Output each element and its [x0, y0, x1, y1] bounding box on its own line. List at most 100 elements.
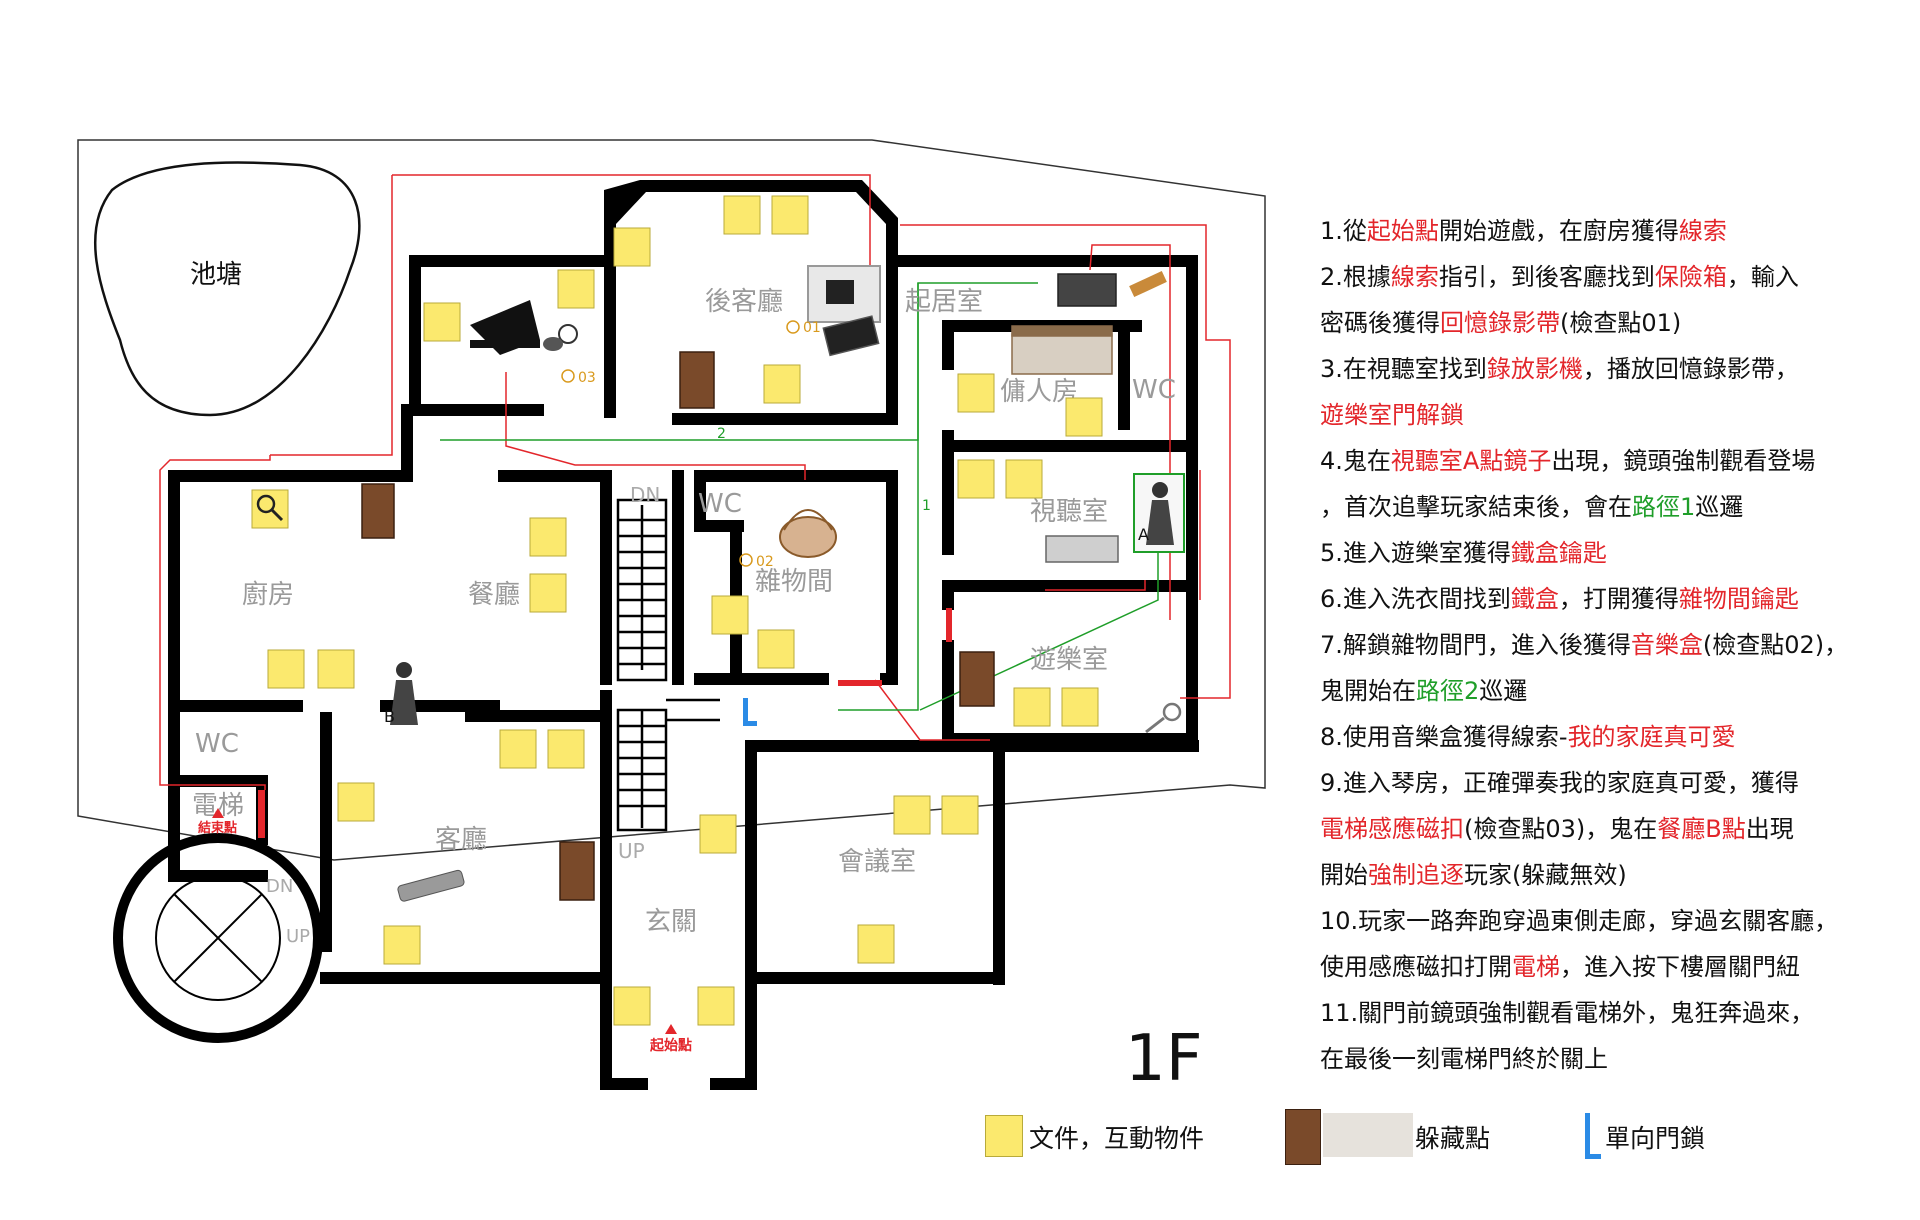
floor-label: 1F	[1125, 1022, 1203, 1096]
legend-documents: 文件，互動物件	[1029, 1124, 1205, 1153]
step-line: 8.使用音樂盒獲得線索-我的家庭真可愛	[1320, 714, 1910, 760]
key-icon	[1129, 270, 1167, 298]
step-line: 遊樂室門解鎖	[1320, 392, 1910, 438]
step-segment: 強制追逐	[1368, 861, 1464, 889]
magnifier-icon	[251, 489, 289, 529]
step-segment: 8.使用音樂盒獲得線索-	[1320, 723, 1568, 751]
card-key-icon	[543, 324, 578, 351]
legend-hiding: 躲藏點	[1415, 1124, 1491, 1153]
room-dining: 餐廳	[468, 580, 520, 610]
room-servant: 傭人房	[1000, 377, 1078, 407]
step-line: 開始強制追逐玩家(躲藏無效)	[1320, 852, 1910, 898]
bed-icon	[1011, 325, 1113, 375]
step-line: 密碼後獲得回憶錄影帶(檢查點01)	[1320, 300, 1910, 346]
room-av: 視聽室	[1030, 497, 1108, 527]
walls	[168, 180, 1199, 1090]
storage-door	[838, 680, 882, 686]
step-segment: 玩家(躲藏無效)	[1464, 861, 1627, 889]
step-line: 6.進入洗衣間找到鐵盒，打開獲得雜物間鑰匙	[1320, 576, 1910, 622]
step-line: 4.鬼在視聽室A點鏡子出現，鏡頭強制觀看登場	[1320, 438, 1910, 484]
step-segment: 指引，到後客廳找到	[1438, 263, 1655, 291]
safe-icon	[807, 265, 881, 323]
point-a-label: A	[1138, 525, 1149, 544]
route-red	[159, 174, 1231, 790]
pond	[93, 161, 361, 417]
path-1-label: 1	[922, 498, 931, 514]
checkpoint-02-icon	[739, 553, 753, 567]
step-line: 3.在視聽室找到錄放影機，播放回憶錄影帶，	[1320, 346, 1910, 392]
step-line: 11.關門前鏡頭強制觀看電梯外，鬼狂奔過來，	[1320, 990, 1910, 1036]
step-segment: 電梯	[1512, 953, 1560, 981]
step-segment: 錄放影機	[1486, 355, 1583, 383]
room-wc-upper: WC	[1132, 375, 1176, 405]
step-segment: 線索	[1390, 263, 1439, 291]
step-segment: 6.進入洗衣間找到	[1320, 585, 1511, 613]
step-line: 5.進入遊樂室獲得鐵盒鑰匙	[1320, 530, 1910, 576]
room-storage: 雜物間	[755, 567, 833, 597]
step-segment: 3.在視聽室找到	[1320, 355, 1487, 383]
legend-wardrobe-icon	[1285, 1109, 1321, 1165]
music-box-icon	[779, 509, 837, 558]
room-kitchen: 廚房	[242, 580, 294, 610]
step-segment: 鐵盒	[1510, 585, 1559, 613]
checkpoint-02-label: 02	[756, 554, 774, 570]
straight-stairs	[616, 498, 720, 832]
step-segment: ，首次追擊玩家結束後，會在	[1320, 493, 1632, 521]
step-segment: 開始遊戲，在廚房獲得	[1438, 217, 1679, 245]
step-segment: ，播放回憶錄影帶，	[1582, 355, 1799, 383]
step-segment: 起始點	[1366, 217, 1439, 245]
step-segment: 餐廳B點	[1657, 815, 1746, 843]
room-wc-left: WC	[195, 729, 239, 759]
interaction-notes	[267, 195, 1103, 1026]
step-segment: 路徑2	[1416, 677, 1480, 705]
room-guest-hall: 客廳	[435, 825, 487, 855]
game-room-key-icon	[1145, 702, 1182, 734]
step-segment: 線索	[1678, 217, 1727, 245]
legend-bed-icon	[1323, 1113, 1413, 1157]
step-segment: 2.根據	[1320, 263, 1391, 291]
legend-one-way-icon	[1585, 1113, 1590, 1159]
legend-one-way-icon-foot	[1585, 1154, 1601, 1159]
step-segment: 9.進入琴房，正確彈奏我的家庭真可愛，獲得	[1320, 769, 1799, 797]
step-segment: 電梯感應磁扣	[1320, 815, 1464, 843]
legend-note-swatch	[985, 1115, 1023, 1157]
step-segment: 保險箱	[1654, 263, 1727, 291]
step-line: 9.進入琴房，正確彈奏我的家庭真可愛，獲得	[1320, 760, 1910, 806]
vcr-icon	[1045, 535, 1119, 563]
step-segment: 出現	[1745, 815, 1794, 843]
one-way-lock-icon	[743, 698, 757, 726]
point-b-label: B	[384, 707, 395, 726]
step-segment: 回憶錄影帶	[1440, 309, 1560, 337]
start-marker-icon	[665, 1024, 677, 1034]
step-segment: ，輸入	[1726, 263, 1799, 291]
step-segment: ，打開獲得	[1558, 585, 1679, 613]
end-marker-icon	[212, 808, 224, 818]
elevator-door	[258, 790, 265, 838]
legend-one-way: 單向門鎖	[1605, 1124, 1706, 1153]
step-segment: ，進入按下樓層關門紐	[1560, 953, 1800, 981]
step-line: ，首次追擊玩家結束後，會在路徑1巡邏	[1320, 484, 1910, 530]
step-segment: 雜物間鑰匙	[1678, 585, 1799, 613]
step-line: 鬼開始在路徑2巡邏	[1320, 668, 1910, 714]
stairs-dn-label: DN	[630, 483, 660, 507]
checkpoint-01-label: 01	[803, 320, 821, 336]
spiral-up-label: UP	[286, 926, 310, 947]
step-segment: 11.關門前鏡頭強制觀看電梯外，鬼狂奔過來，	[1320, 999, 1815, 1027]
room-game: 遊樂室	[1030, 645, 1108, 675]
step-line: 7.解鎖雜物間門，進入後獲得音樂盒(檢查點02)，	[1320, 622, 1910, 668]
step-segment: (檢查點03)，鬼在	[1464, 815, 1658, 843]
spiral-stairs	[113, 833, 323, 1043]
step-segment: 5.進入遊樂室獲得	[1320, 539, 1511, 567]
step-segment: 1.從	[1320, 217, 1367, 245]
step-line: 1.從起始點開始遊戲，在廚房獲得線索	[1320, 208, 1910, 254]
ghost-a-icon	[1146, 482, 1174, 545]
hiding-wardrobes	[361, 351, 995, 901]
step-segment: 使用感應磁扣打開	[1320, 953, 1512, 981]
checkpoint-03-label: 03	[578, 370, 596, 386]
step-segment: 視聽室A點鏡子	[1390, 447, 1552, 475]
step-segment: 路徑1	[1632, 493, 1696, 521]
step-segment: 在最後一刻電梯門終於關上	[1320, 1045, 1608, 1073]
step-line: 電梯感應磁扣(檢查點03)，鬼在餐廳B點出現	[1320, 806, 1910, 852]
